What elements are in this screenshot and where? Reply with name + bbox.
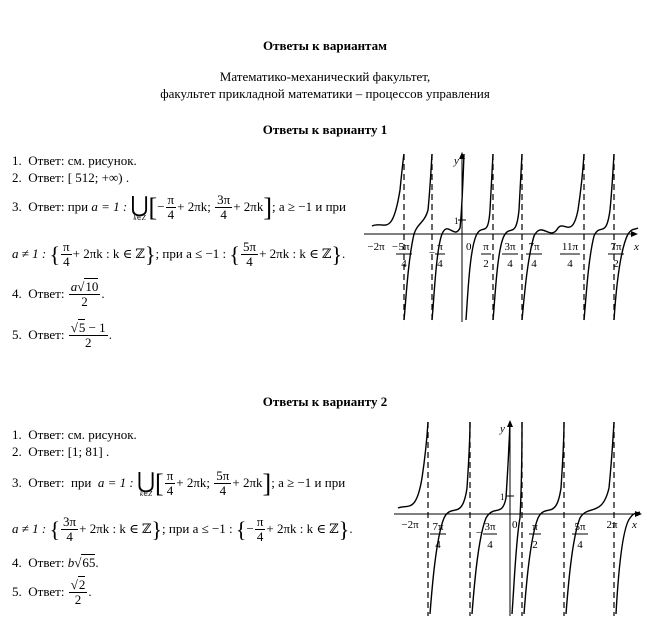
v2-tick-2-top: 3π bbox=[484, 521, 496, 533]
v1-answer-2: 2. Ответ: [ 512; +∞) . bbox=[12, 170, 130, 185]
v1-tick-1-top: 5π bbox=[398, 241, 410, 253]
variant1-graph: y x 1 0 −2π − 5π 4 − π 4 π 2 3π 4 7π 4 1… bbox=[364, 152, 639, 322]
v1-tick-1-bottom: 4 bbox=[401, 258, 407, 270]
v2-axes bbox=[394, 422, 636, 616]
v1-tick-0: −2π bbox=[367, 241, 385, 253]
v1-tick-2-top: π bbox=[437, 241, 443, 253]
v2-tick-3-bottom: 2 bbox=[532, 539, 538, 551]
faculty-line-1: Математико-механический факультет, bbox=[219, 69, 431, 84]
v1-zero-label: 0 bbox=[466, 241, 472, 253]
v1-curves bbox=[371, 153, 639, 321]
v1-tick-5-bottom: 4 bbox=[531, 258, 537, 270]
v2-answer-1: 1. Ответ: см. рисунок. bbox=[12, 427, 137, 442]
v1-answer-1: 1. Ответ: см. рисунок. bbox=[12, 153, 137, 168]
v2-tick-2-sign: − bbox=[476, 527, 482, 539]
v1-y-label: y bbox=[453, 155, 459, 167]
v1-x-label: x bbox=[633, 241, 639, 253]
v2-tick-1-bottom: 4 bbox=[435, 539, 441, 551]
v2-answer-4: 4. Ответ: b√65. bbox=[12, 554, 99, 570]
v1-tick-4-bottom: 4 bbox=[507, 258, 513, 270]
v2-tick-0: −2π bbox=[401, 519, 419, 531]
v2-tick-1-top: 7π bbox=[432, 521, 444, 533]
v1-tick-4-top: 3π bbox=[504, 241, 516, 253]
variant2-graph: y x 1 0 −2π 7π 4 − 3π 4 π 2 5π 4 2π bbox=[394, 420, 642, 616]
union-symbol: ⋃k∈Z bbox=[130, 191, 149, 222]
v2-tick-4-bottom: 4 bbox=[577, 539, 583, 551]
v1-tick-2-bottom: 4 bbox=[437, 258, 443, 270]
v1-tick-7-bottom: 2 bbox=[613, 258, 619, 270]
v2-curves bbox=[397, 421, 641, 615]
page-title: Ответы к вариантам bbox=[263, 38, 387, 53]
v2-tick-2-bottom: 4 bbox=[487, 539, 493, 551]
v2-zero-label: 0 bbox=[512, 519, 518, 531]
v1-axes bbox=[364, 154, 634, 322]
v2-y-label: y bbox=[499, 423, 505, 435]
v1-tick-6-bottom: 4 bbox=[567, 258, 573, 270]
v2-one-label: 1 bbox=[500, 492, 505, 502]
variant1-title: Ответы к варианту 1 bbox=[262, 122, 388, 137]
v1-tick-3-bottom: 2 bbox=[483, 258, 489, 270]
v2-tick-3-top: π bbox=[532, 521, 538, 533]
v2-tick-5: 2π bbox=[606, 519, 618, 531]
v1-tick-7-top: 7π bbox=[610, 241, 622, 253]
v1-asymptotes bbox=[403, 154, 615, 322]
union-symbol: ⋃k∈Z bbox=[136, 467, 156, 498]
v1-tick-3-top: π bbox=[483, 241, 489, 253]
v2-asymptotes bbox=[427, 422, 615, 616]
v2-x-label: x bbox=[631, 519, 637, 531]
variant2-title: Ответы к варианту 2 bbox=[262, 394, 388, 409]
v1-tick-1-sign: − bbox=[392, 241, 398, 253]
v1-x-arrow bbox=[631, 231, 638, 237]
faculty-line-2: факультет прикладной математики – процес… bbox=[160, 86, 490, 101]
v2-tick-4-top: 5π bbox=[574, 521, 586, 533]
v2-answer-2: 2. Ответ: [1; 81] . bbox=[12, 444, 110, 459]
v1-tick-6-top: 11π bbox=[562, 241, 579, 253]
v1-tick-2-sign: − bbox=[429, 247, 435, 259]
v1-one-label: 1 bbox=[454, 216, 459, 226]
v1-tick-5-top: 7π bbox=[528, 241, 540, 253]
